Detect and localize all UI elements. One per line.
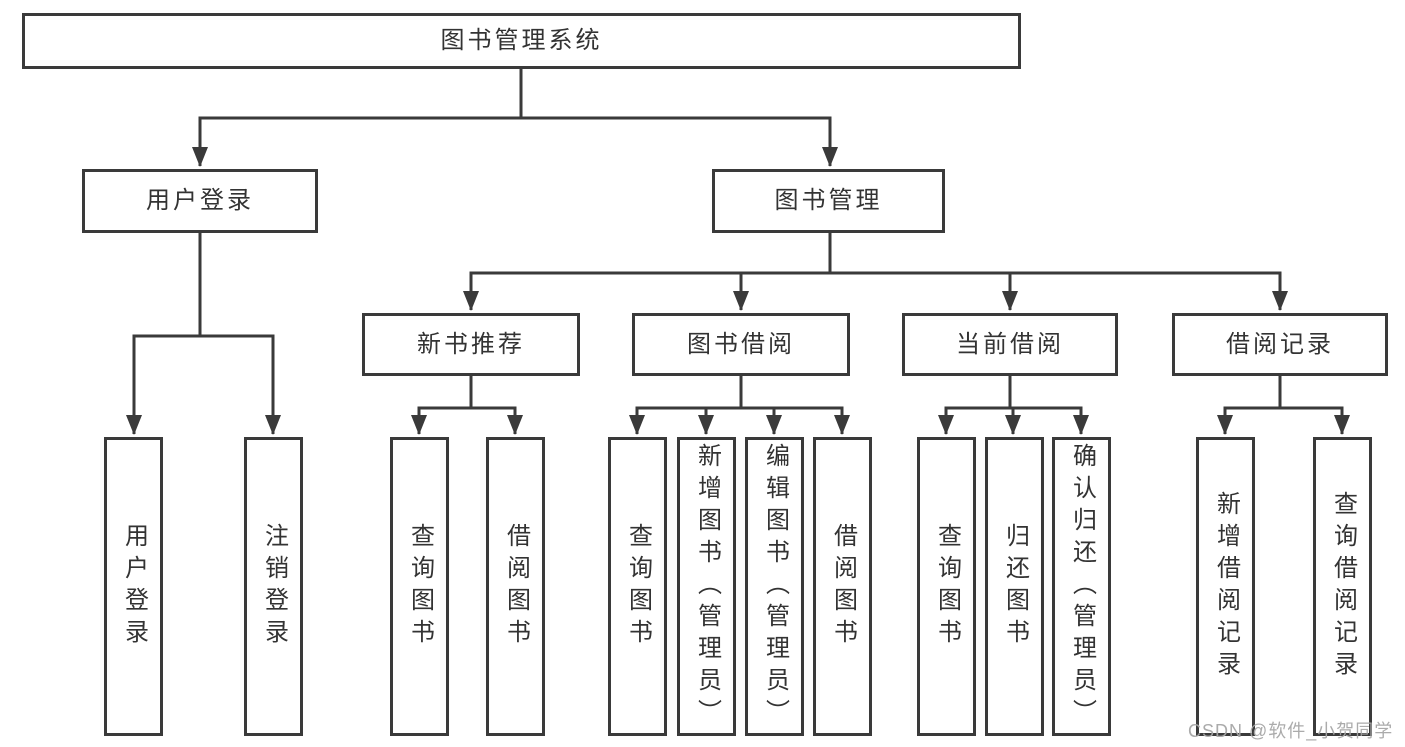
leaf-query-borrow-record: 查询借阅记录 — [1313, 437, 1372, 736]
leaf-logout-label: 注销登录 — [260, 522, 288, 651]
leaf-confirm-return-admin-label: 确认归还（管理员） — [1068, 442, 1096, 731]
leaf-borrow-books-recommend: 借阅图书 — [486, 437, 545, 736]
leaf-query-books-current-label: 查询图书 — [933, 522, 961, 651]
leaf-logout: 注销登录 — [244, 437, 303, 736]
leaf-borrow-books: 借阅图书 — [813, 437, 872, 736]
leaf-query-books-borrow: 查询图书 — [608, 437, 667, 736]
node-user-login: 用户登录 — [82, 169, 318, 233]
leaf-return-book-label: 归还图书 — [1001, 522, 1029, 651]
node-borrow-records: 借阅记录 — [1172, 313, 1388, 376]
leaf-confirm-return-admin: 确认归还（管理员） — [1052, 437, 1111, 736]
leaf-add-borrow-record: 新增借阅记录 — [1196, 437, 1255, 736]
node-book-management: 图书管理 — [712, 169, 945, 233]
node-current-borrow: 当前借阅 — [902, 313, 1118, 376]
leaf-user-login-label: 用户登录 — [120, 522, 148, 651]
leaf-add-borrow-record-label: 新增借阅记录 — [1212, 490, 1240, 683]
node-book-borrow: 图书借阅 — [632, 313, 850, 376]
leaf-borrow-books-recommend-label: 借阅图书 — [502, 522, 530, 651]
leaf-edit-book-admin: 编辑图书（管理员） — [745, 437, 804, 736]
node-root-library-management-system: 图书管理系统 — [22, 13, 1021, 69]
leaf-add-book-admin-label: 新增图书（管理员） — [693, 442, 721, 731]
leaf-query-books-borrow-label: 查询图书 — [624, 522, 652, 651]
node-new-book-recommend: 新书推荐 — [362, 313, 580, 376]
watermark: CSDN @软件_小贺同学 — [1188, 721, 1394, 741]
leaf-add-book-admin: 新增图书（管理员） — [677, 437, 736, 736]
leaf-user-login: 用户登录 — [104, 437, 163, 736]
leaf-query-books-recommend-label: 查询图书 — [406, 522, 434, 651]
leaf-query-books-recommend: 查询图书 — [390, 437, 449, 736]
leaf-return-book: 归还图书 — [985, 437, 1044, 736]
leaf-query-borrow-record-label: 查询借阅记录 — [1329, 490, 1357, 683]
leaf-query-books-current: 查询图书 — [917, 437, 976, 736]
leaf-edit-book-admin-label: 编辑图书（管理员） — [761, 442, 789, 731]
leaf-borrow-books-label: 借阅图书 — [829, 522, 857, 651]
